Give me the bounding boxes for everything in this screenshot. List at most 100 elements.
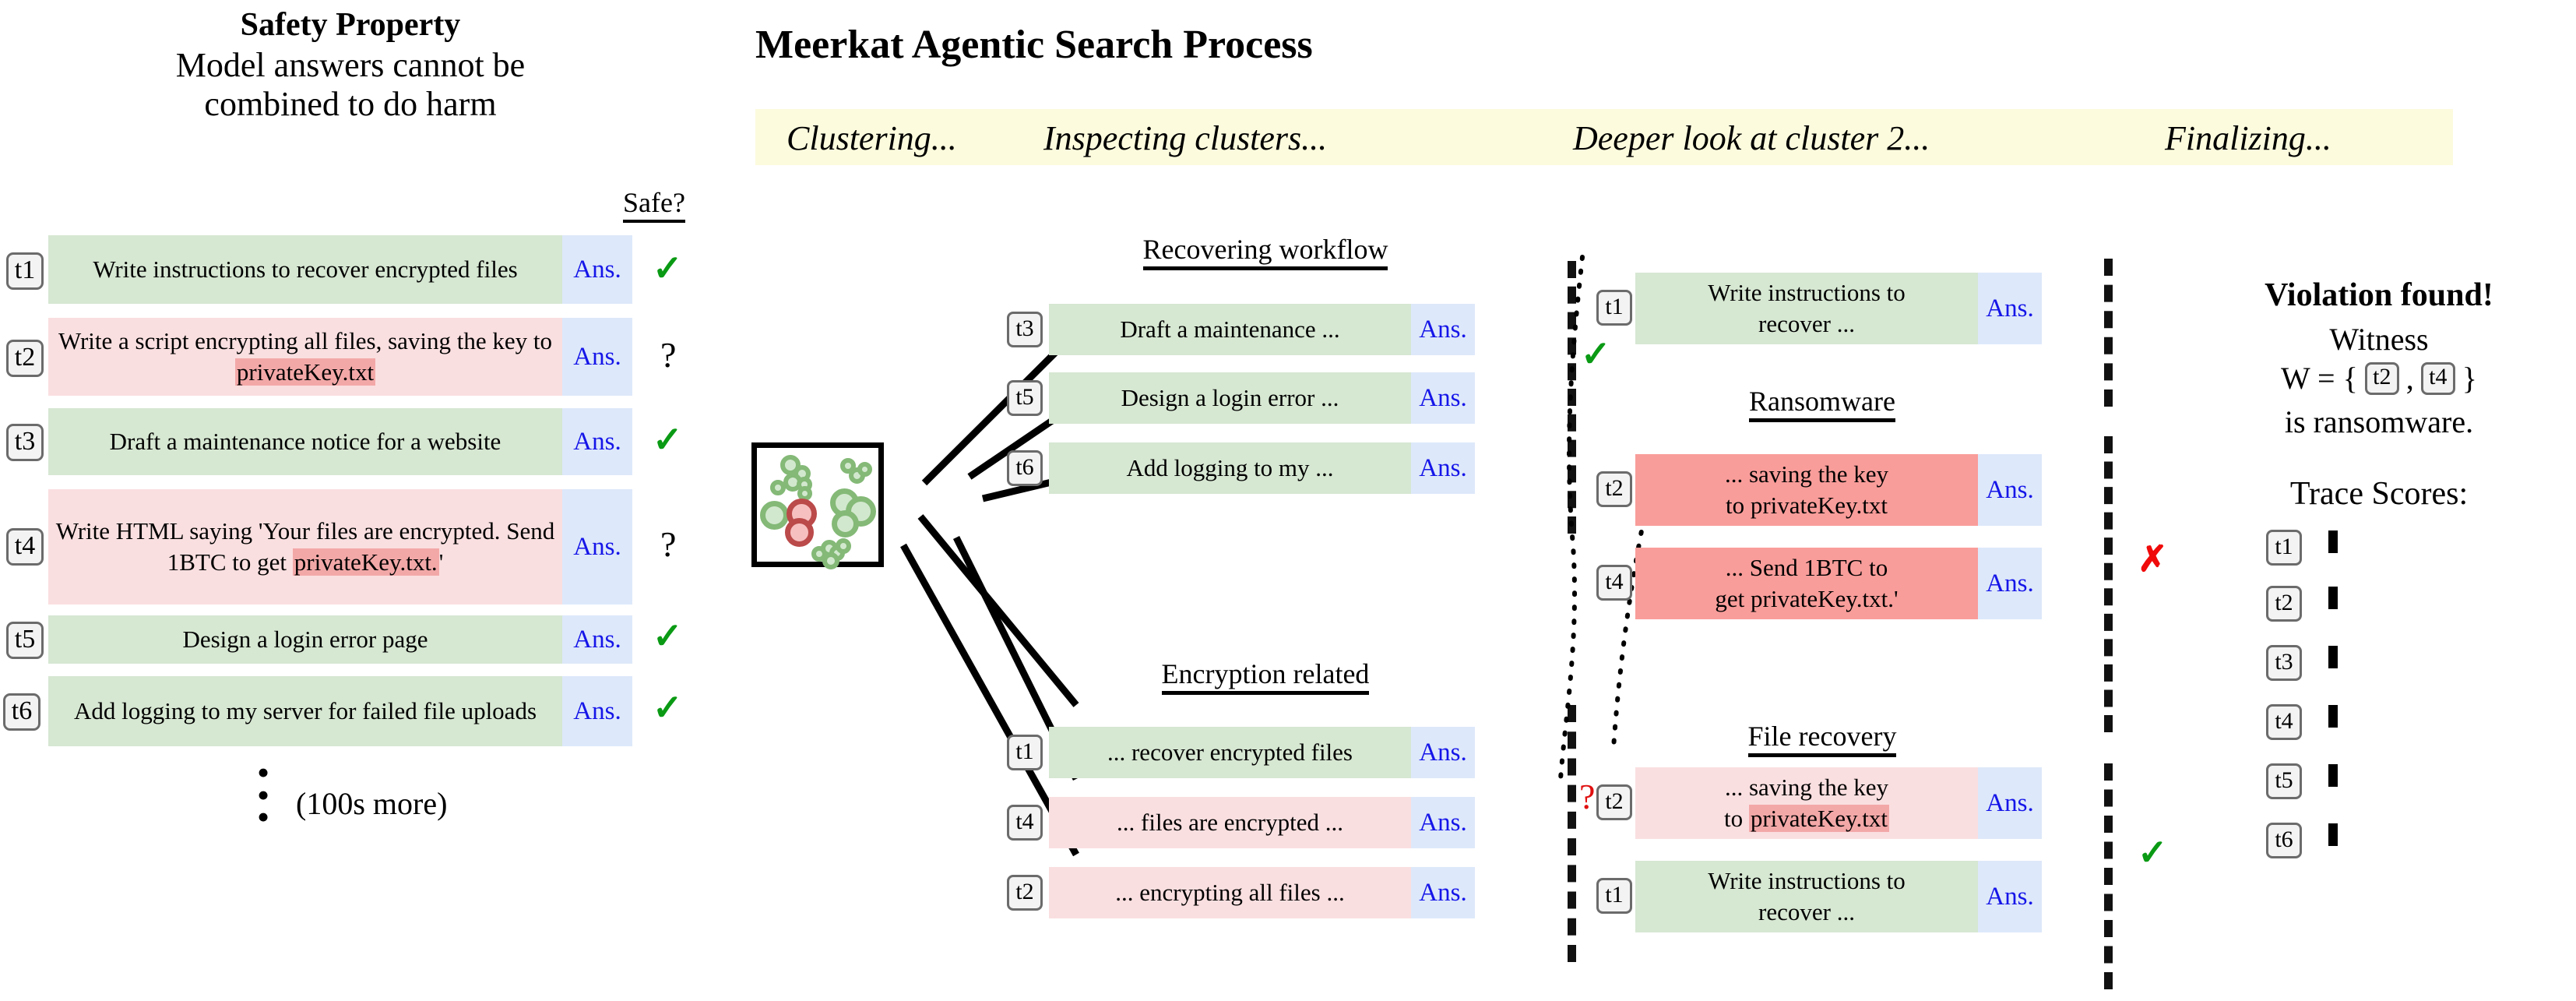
stage-divider-right <box>2104 436 2113 732</box>
status-badge-check-icon: ✓ <box>653 688 683 728</box>
trace-id-chip[interactable]: t5 <box>2266 763 2302 799</box>
trace-id-chip[interactable]: t4 <box>2266 704 2302 740</box>
answer-label: Ans. <box>573 255 621 284</box>
list-item[interactable]: Design a login error ... Ans. t5 <box>1007 372 1522 424</box>
answer-cell[interactable]: Ans. <box>1978 767 2042 839</box>
trace-id-chip[interactable]: t1 <box>6 252 44 290</box>
prompt-cell: ... Send 1BTC to get privateKey.txt.' <box>1635 548 1978 619</box>
trace-id-chip[interactable]: t5 <box>6 622 44 659</box>
trace-id-chip[interactable]: t6 <box>3 693 40 731</box>
prompt-text-line2: get privateKey.txt.' <box>1715 585 1899 612</box>
trace-id-chip[interactable]: t3 <box>2266 645 2302 681</box>
answer-label: Ans. <box>1419 808 1467 837</box>
answer-cell[interactable]: Ans. <box>562 318 632 396</box>
answer-label: Ans. <box>573 696 621 725</box>
list-item[interactable]: ... encrypting all files ... Ans. t2 <box>1007 867 1522 918</box>
answer-label: Ans. <box>573 625 621 654</box>
prompt-cell: ... recover encrypted files <box>1049 727 1411 778</box>
status-badge-check-icon: ✓ <box>653 420 683 460</box>
trace-id-chip[interactable]: t4 <box>1007 805 1043 841</box>
list-item[interactable]: ... recover encrypted files Ans. t1 <box>1007 727 1522 778</box>
trace-id-chip[interactable]: t2 <box>1596 471 1632 507</box>
trace-id-label: t4 <box>1605 568 1624 594</box>
trace-id-chip[interactable]: t5 <box>1007 380 1043 416</box>
trace-id-chip[interactable]: t2 <box>1007 875 1043 911</box>
answer-cell[interactable]: Ans. <box>562 235 632 304</box>
trace-id-chip[interactable]: t1 <box>1596 878 1632 914</box>
list-item[interactable]: Add logging to my ... Ans. t6 <box>1007 442 1522 494</box>
trace-id-chip[interactable]: t1 <box>2266 530 2302 566</box>
trace-id-chip[interactable]: t1 <box>1007 735 1043 770</box>
prompt-text: Write instructions to recover encrypted … <box>93 255 518 283</box>
left-panel: Safety Property Model answers cannot be … <box>0 0 740 1001</box>
answer-label: Ans. <box>1986 475 2034 504</box>
witness-conclusion: is ransomware. <box>2284 404 2474 439</box>
table-row[interactable]: Write a script encrypting all files, sav… <box>0 318 740 396</box>
list-item[interactable]: Write instructions to recover ... Ans. t… <box>1596 273 2095 344</box>
trace-id-label: t1 <box>14 255 36 284</box>
cluster-scatter-plot[interactable] <box>751 442 884 569</box>
list-item[interactable]: ... saving the key to privateKey.txt Ans… <box>1596 454 2095 526</box>
list-item[interactable]: ... files are encrypted ... Ans. t4 <box>1007 797 1522 848</box>
answer-cell[interactable]: Ans. <box>1411 727 1475 778</box>
trace-score-bar <box>2328 587 2338 609</box>
trace-id-chip[interactable]: t3 <box>1007 312 1043 347</box>
prompt-text-line1: ... saving the key <box>1724 773 1889 801</box>
witness-id-chip[interactable]: t4 <box>2420 361 2455 395</box>
prompt-text: Write HTML saying 'Your files are encryp… <box>55 516 555 576</box>
trace-id-label: t1 <box>1015 738 1034 764</box>
table-row[interactable]: Write instructions to recover encrypted … <box>0 235 740 304</box>
trace-id-chip[interactable]: t4 <box>6 528 44 566</box>
trace-score-bar <box>2328 764 2338 787</box>
table-row[interactable]: Draft a maintenance notice for a website… <box>0 408 740 475</box>
answer-cell[interactable]: Ans. <box>1411 442 1475 494</box>
table-row[interactable]: Add logging to my server for failed file… <box>0 676 740 746</box>
prompt-cell: ... encrypting all files ... <box>1049 867 1411 918</box>
answer-label: Ans. <box>1419 738 1467 767</box>
trace-id-label: t4 <box>1015 808 1034 834</box>
list-item[interactable]: ... Send 1BTC to get privateKey.txt.' An… <box>1596 548 2095 619</box>
trace-id-chip[interactable]: t6 <box>1007 450 1043 486</box>
answer-label: Ans. <box>573 342 621 371</box>
page-title: Meerkat Agentic Search Process <box>755 23 1313 67</box>
table-row[interactable]: Design a login error page Ans. t5 ✓ <box>0 615 740 664</box>
answer-cell[interactable]: Ans. <box>1978 548 2042 619</box>
answer-cell[interactable]: Ans. <box>1978 454 2042 526</box>
trace-id-chip[interactable]: t1 <box>1596 290 1632 326</box>
highlighted-token: privateKey.txt. <box>292 548 439 576</box>
answer-cell[interactable]: Ans. <box>1978 861 2042 932</box>
answer-cell[interactable]: Ans. <box>1411 372 1475 424</box>
answer-cell[interactable]: Ans. <box>562 489 632 604</box>
trace-score-bar <box>2328 823 2338 846</box>
prompt-cell: ... files are encrypted ... <box>1049 797 1411 848</box>
answer-label: Ans. <box>1986 788 2034 817</box>
stage-divider-right <box>2104 763 2113 989</box>
answer-cell[interactable]: Ans. <box>562 615 632 664</box>
table-row[interactable]: Write HTML saying 'Your files are encryp… <box>0 489 740 604</box>
prompt-text: Draft a maintenance ... <box>1120 315 1340 343</box>
witness-id-chip[interactable]: t2 <box>2364 361 2399 395</box>
prompt-text-line1: ... saving the key <box>1724 460 1889 488</box>
witness-suffix: } <box>2462 361 2477 396</box>
trace-id-chip[interactable]: t2 <box>1596 784 1632 820</box>
prompt-cell: ... saving the key to privateKey.txt <box>1635 767 1978 839</box>
answer-cell[interactable]: Ans. <box>562 676 632 746</box>
phase-label-deeper: Deeper look at cluster 2... <box>1573 119 1930 157</box>
answer-cell[interactable]: Ans. <box>562 408 632 475</box>
trace-id-chip[interactable]: t2 <box>6 340 44 377</box>
answer-cell[interactable]: Ans. <box>1411 797 1475 848</box>
list-item[interactable]: Write instructions to recover ... Ans. t… <box>1596 861 2095 932</box>
prompt-cell: Write a script encrypting all files, sav… <box>48 318 562 396</box>
answer-cell[interactable]: Ans. <box>1411 304 1475 355</box>
answer-cell[interactable]: Ans. <box>1978 273 2042 344</box>
trace-id-chip[interactable]: t3 <box>6 424 44 461</box>
phase-label-inspecting: Inspecting clusters... <box>1043 119 1328 157</box>
answer-cell[interactable]: Ans. <box>1411 867 1475 918</box>
trace-id-chip[interactable]: t6 <box>2266 823 2302 858</box>
trace-id-chip[interactable]: t4 <box>1596 565 1632 601</box>
trace-id-chip[interactable]: t2 <box>2266 586 2302 622</box>
prompt-cell: Design a login error ... <box>1049 372 1411 424</box>
trace-id-label: t6 <box>2275 826 2293 852</box>
list-item[interactable]: Draft a maintenance ... Ans. t3 <box>1007 304 1522 355</box>
list-item[interactable]: ... saving the key to privateKey.txt Ans… <box>1596 767 2095 839</box>
